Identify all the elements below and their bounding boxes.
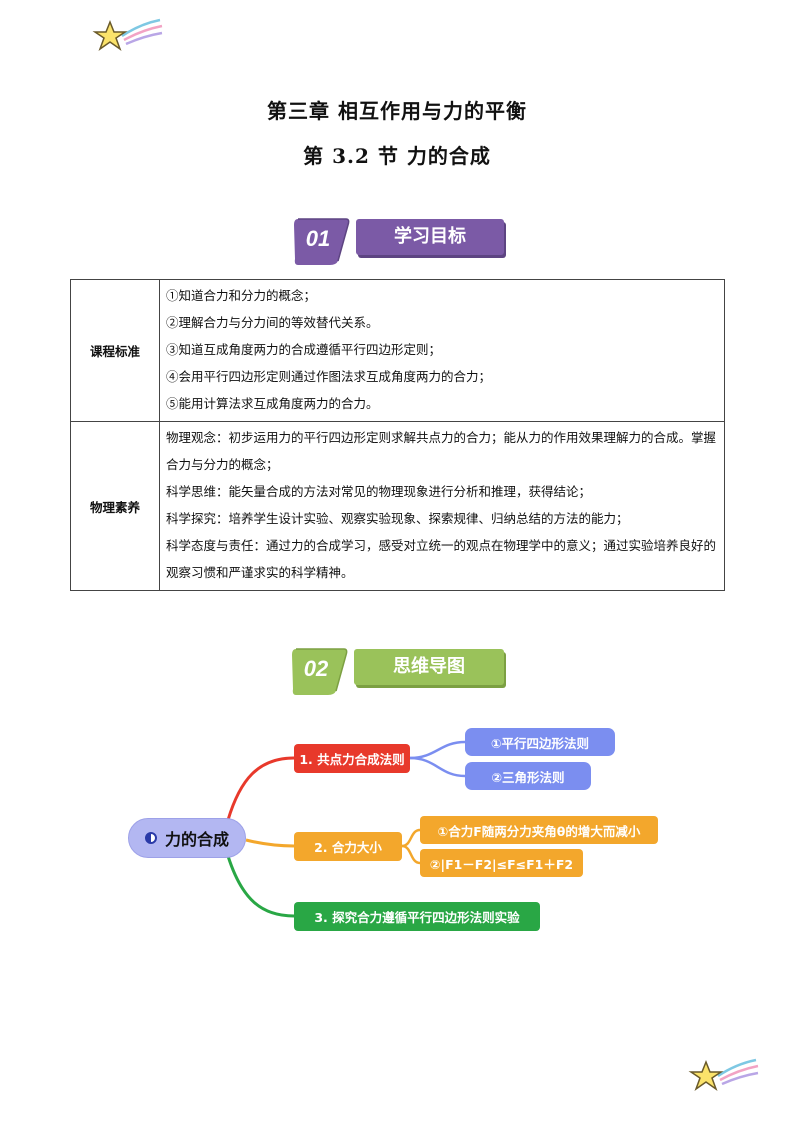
badge-shape-icon <box>294 218 350 265</box>
section-badge-mind-map: 02 思维导图 <box>290 645 510 697</box>
goal-line: ③知道互成角度两力的合成遵循平行四边形定则； <box>166 342 442 357</box>
goal-line: 科学思维：能矢量合成的方法对常见的物理现象进行分析和推理，获得结论； <box>166 484 592 499</box>
goal-line: 物理观念：初步运用力的平行四边形定则求解共点力的合力；能从力的作用效果理解力的合… <box>166 430 717 472</box>
table-row: 物理素养 物理观念：初步运用力的平行四边形定则求解共点力的合力；能从力的作用效果… <box>70 421 725 591</box>
table-row: 课程标准 ①知道合力和分力的概念； ②理解合力与分力间的等效替代关系。 ③知道互… <box>70 279 725 422</box>
mindmap-branch-3: 3. 探究合力遵循平行四边形法则实验 <box>294 902 540 931</box>
goal-line: 科学态度与责任：通过力的合成学习，感受对立统一的观点在物理学中的意义；通过实验培… <box>166 538 717 580</box>
mindmap-branch-2: 2. 合力大小 <box>294 832 402 861</box>
row-header-curriculum-standard: 课程标准 <box>70 279 160 422</box>
mindmap-leaf-2-2: ②|F1－F2|≤F≤F1＋F2 <box>420 849 583 877</box>
section-number: 01 <box>305 226 331 251</box>
section-number: 02 <box>303 656 329 681</box>
mindmap-leaf-1-2: ②三角形法则 <box>465 762 591 790</box>
mindmap-root-node: 力的合成 <box>128 818 246 858</box>
shooting-star-icon-bottom <box>688 1058 759 1091</box>
mindmap-leaf-1-1: ①平行四边形法则 <box>465 728 615 756</box>
goal-line: ④会用平行四边形定则通过作图法求互成角度两力的合力； <box>166 369 492 384</box>
mindmap-root-label: 力的合成 <box>165 830 230 849</box>
goal-line: 科学探究：培养学生设计实验、观察实验现象、探索规律、归纳总结的方法的能力； <box>166 511 629 526</box>
shooting-star-icon-top <box>92 18 163 51</box>
goal-line: ②理解合力与分力间的等效替代关系。 <box>166 315 379 330</box>
mindmap-branch-1: 1. 共点力合成法则 <box>294 744 410 773</box>
chapter-title: 第三章 相互作用与力的平衡 <box>267 99 527 123</box>
row-content-curriculum-standard: ①知道合力和分力的概念； ②理解合力与分力间的等效替代关系。 ③知道互成角度两力… <box>159 279 725 422</box>
section-badge-learning-goals: 01 学习目标 <box>292 215 507 267</box>
row-header-physics-literacy: 物理素养 <box>70 421 160 591</box>
half-circle-icon <box>145 832 157 844</box>
goal-line: ①知道合力和分力的概念； <box>166 288 317 303</box>
mindmap-leaf-2-1: ①合力F随两分力夹角θ的增大而减小 <box>420 816 658 844</box>
learning-goals-table: 课程标准 ①知道合力和分力的概念； ②理解合力与分力间的等效替代关系。 ③知道互… <box>70 279 725 591</box>
section-label: 思维导图 <box>354 649 504 685</box>
section-label: 学习目标 <box>356 219 504 255</box>
badge-shape-icon <box>292 648 348 695</box>
section-title: 第 3.2 节 力的合成 <box>303 144 491 168</box>
goal-line: ⑤能用计算法求互成角度两力的合力。 <box>166 396 379 411</box>
row-content-physics-literacy: 物理观念：初步运用力的平行四边形定则求解共点力的合力；能从力的作用效果理解力的合… <box>159 421 725 591</box>
